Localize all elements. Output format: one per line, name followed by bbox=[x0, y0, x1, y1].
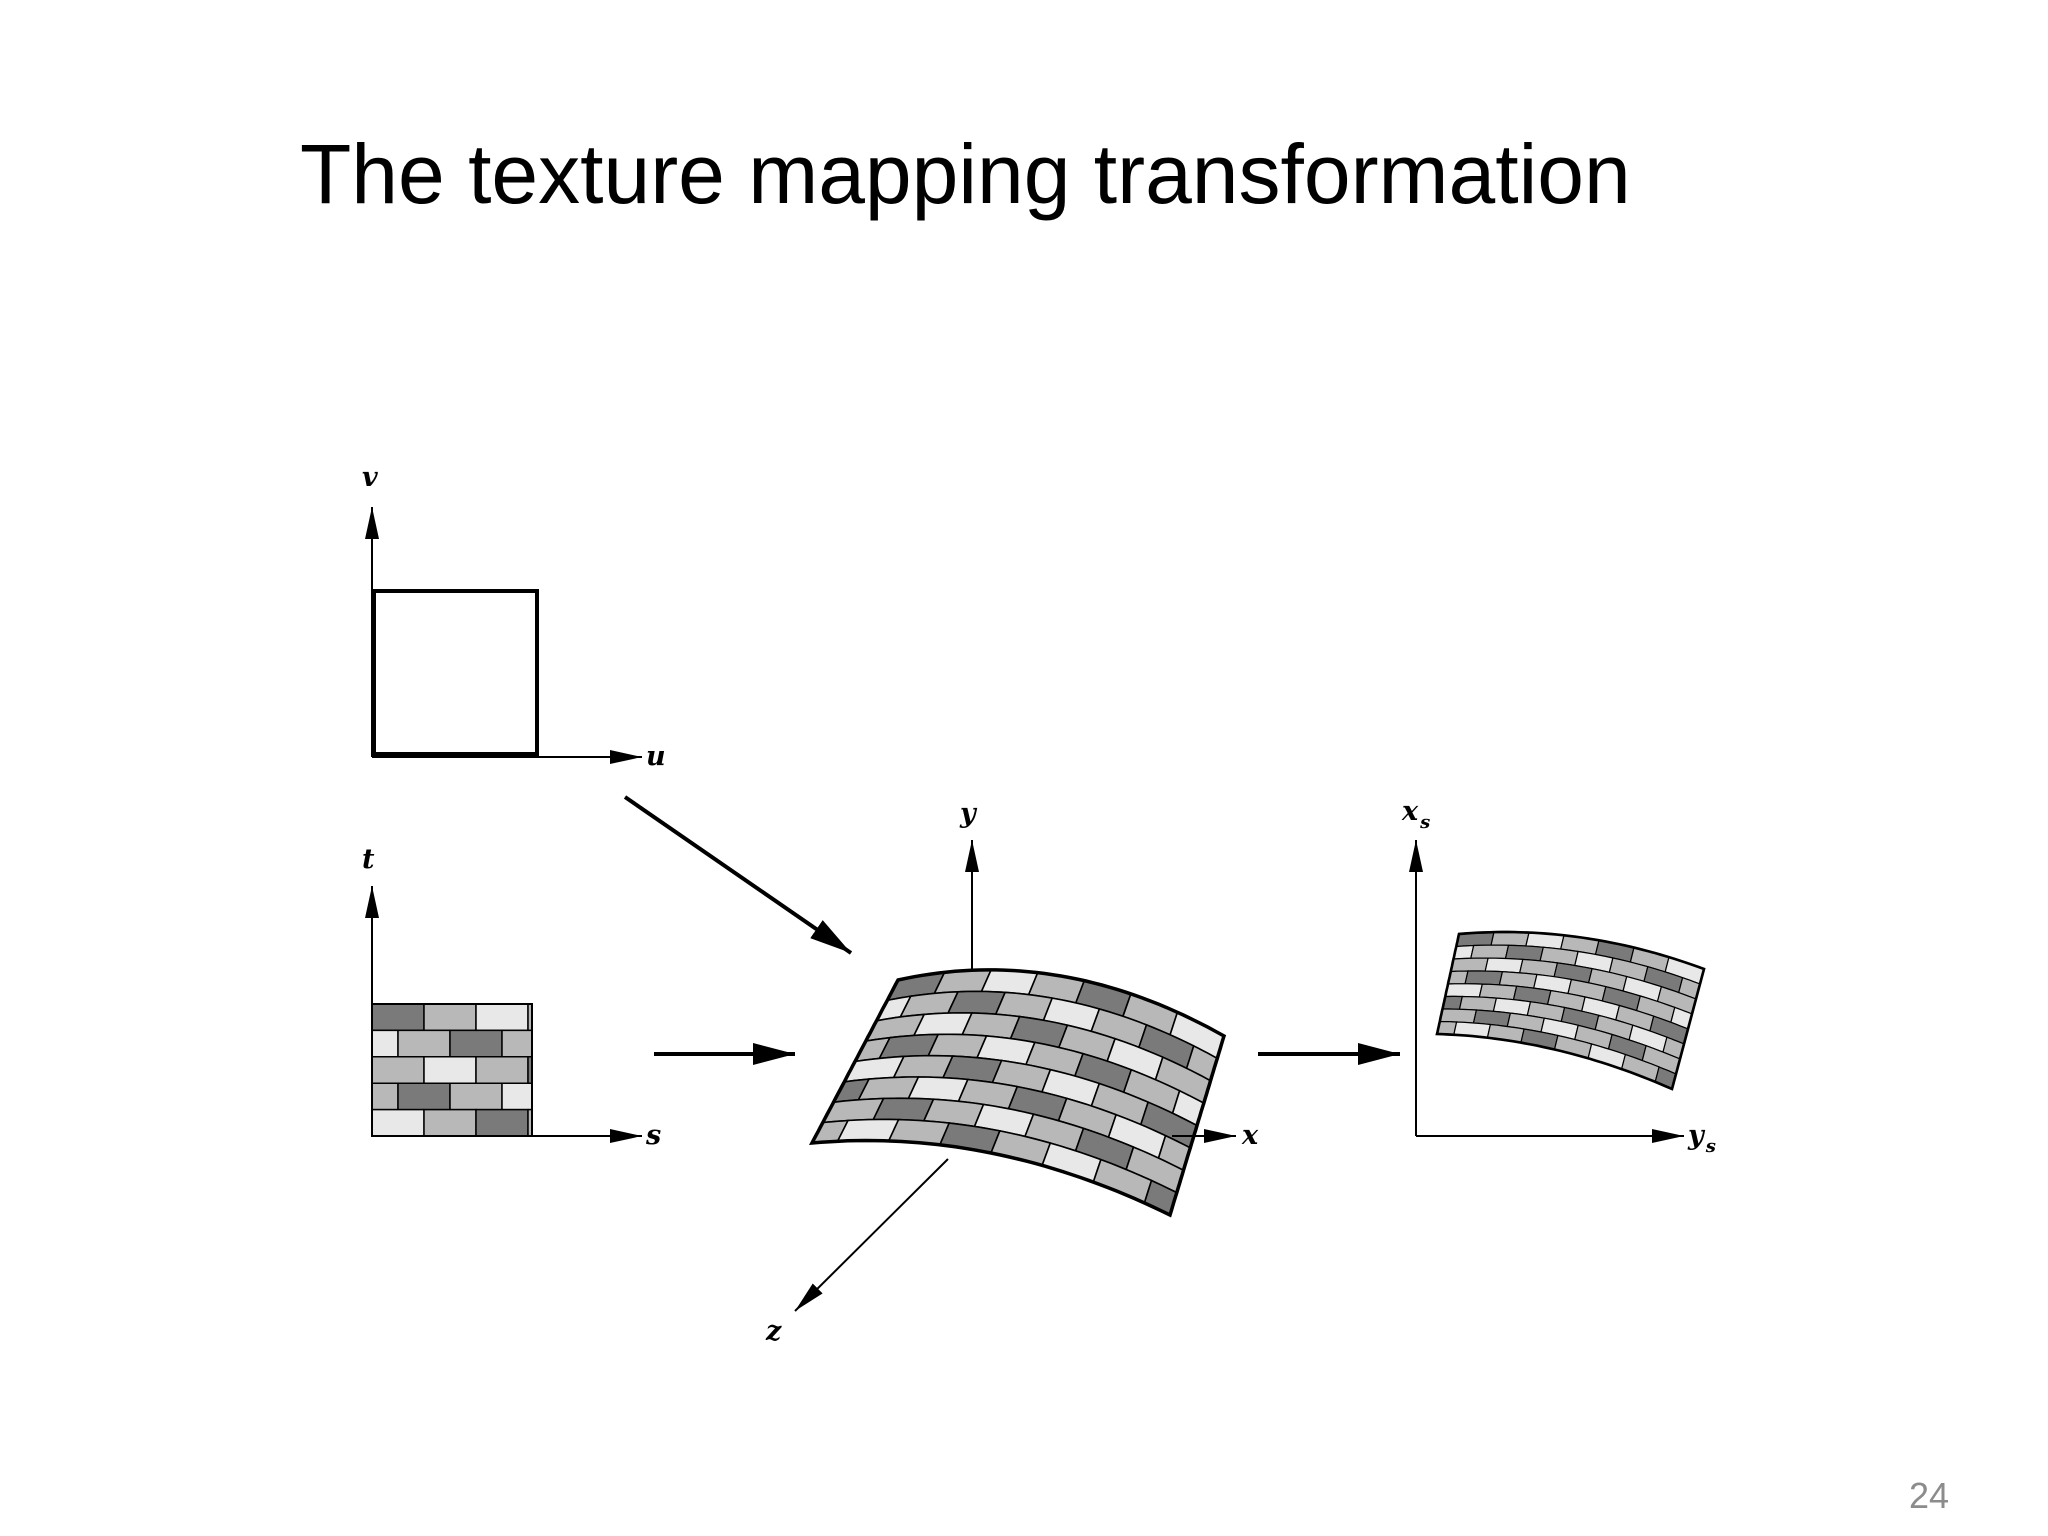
texture-brick bbox=[475, 1056, 529, 1084]
projected-brick bbox=[1470, 944, 1510, 960]
texture-brick bbox=[501, 1029, 533, 1058]
texture-brick bbox=[371, 1003, 425, 1032]
texture-brick bbox=[475, 1108, 529, 1137]
t-axis-label: t bbox=[362, 844, 375, 875]
texture-brick bbox=[449, 1029, 503, 1058]
uv-space-panel: v u bbox=[362, 462, 666, 772]
s-axis-label: s bbox=[645, 1120, 661, 1151]
texture-brick bbox=[397, 1082, 451, 1111]
y-axis-label: y bbox=[959, 798, 978, 829]
texture-brick bbox=[501, 1082, 533, 1111]
texture-brick bbox=[449, 1082, 503, 1111]
projected-brick bbox=[1444, 983, 1484, 998]
texture-brick bbox=[397, 1029, 451, 1058]
object-space-panel: y x z bbox=[765, 798, 1259, 1347]
surface-brick bbox=[907, 1076, 969, 1103]
texture-brick bbox=[371, 1108, 425, 1137]
texture-brick bbox=[371, 1082, 399, 1111]
texture-brick bbox=[423, 1056, 477, 1084]
unit-square bbox=[372, 589, 539, 756]
uv-to-object-arrow bbox=[623, 795, 853, 955]
brick-texture-pattern bbox=[371, 1003, 533, 1137]
texture-brick bbox=[423, 1003, 477, 1032]
surface-brick bbox=[872, 1097, 935, 1122]
projected-brick bbox=[1450, 957, 1489, 973]
projected-surface bbox=[1435, 930, 1706, 1091]
texture-brick bbox=[475, 1003, 529, 1032]
v-axis-label: v bbox=[362, 462, 378, 493]
textured-surface bbox=[808, 968, 1227, 1218]
projected-brick bbox=[1464, 970, 1504, 986]
u-axis-label: u bbox=[646, 741, 666, 772]
slide-title: The texture mapping transformation bbox=[300, 127, 1631, 221]
texture-brick bbox=[371, 1029, 399, 1058]
page-number: 24 bbox=[1908, 1475, 1949, 1516]
texture-space-panel: t s bbox=[362, 844, 661, 1151]
texture-brick bbox=[371, 1056, 425, 1084]
texture-brick bbox=[423, 1108, 477, 1137]
projected-brick bbox=[1490, 931, 1530, 947]
z-axis-label: z bbox=[765, 1316, 782, 1347]
surface-brick-outline bbox=[808, 968, 1227, 1218]
projected-brick-outline bbox=[1435, 930, 1706, 1091]
x-axis-label: x bbox=[1241, 1120, 1259, 1151]
projected-brick bbox=[1484, 957, 1524, 974]
z-axis bbox=[794, 1158, 949, 1312]
projected-brick bbox=[1439, 1008, 1478, 1024]
